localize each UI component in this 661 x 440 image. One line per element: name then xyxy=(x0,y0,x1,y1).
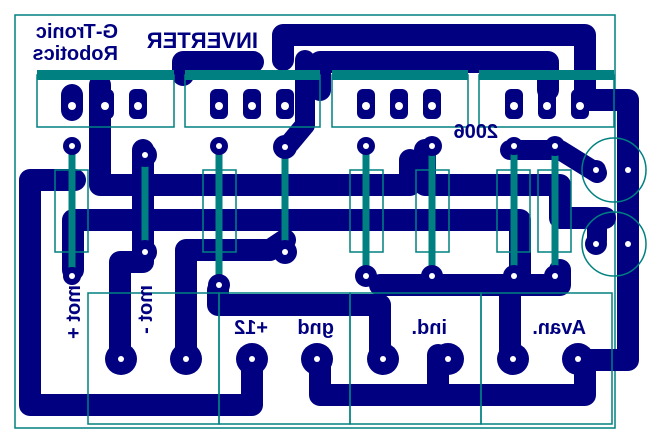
label-gnd: gnd xyxy=(297,317,334,339)
resistor-r7 xyxy=(496,137,531,287)
trace-inverter xyxy=(172,51,264,86)
resistor-r8 xyxy=(537,136,572,287)
trace-ind xyxy=(207,279,391,366)
pad-group-q4 xyxy=(505,89,589,119)
resistor-r1 xyxy=(54,137,89,285)
resistor-r2 xyxy=(133,143,157,264)
transistor-q2-tab xyxy=(185,70,320,80)
label-plus12: +12 xyxy=(234,317,268,339)
title-label: INVERTER xyxy=(147,28,258,53)
pad-group-q2 xyxy=(210,89,294,119)
resistors xyxy=(54,135,572,296)
transistor-pads xyxy=(63,89,589,119)
trace-bus1b xyxy=(414,139,616,229)
label-avan: Avan. xyxy=(532,317,586,339)
transistors xyxy=(36,70,615,128)
terminal-pads xyxy=(105,343,594,375)
year-label: 2006 xyxy=(454,121,499,143)
transistor-q3-tab xyxy=(332,70,468,80)
resistor-r6 xyxy=(415,136,450,287)
resistor-r3 xyxy=(202,137,237,296)
resistor-r5 xyxy=(349,137,384,287)
brand-line2: Robotics xyxy=(32,43,118,65)
label-mot-minus: mot - xyxy=(135,285,157,334)
capacitor-c2 xyxy=(581,211,647,277)
trace-gnd xyxy=(309,344,596,406)
label-mot-plus: mot + xyxy=(63,285,85,339)
pad-group-q3 xyxy=(357,89,441,119)
trace-bus1 xyxy=(89,74,421,196)
labels: INVERTER G-Tronic Robotics 2006 mot + mo… xyxy=(32,21,586,339)
transistor-q1-tab xyxy=(37,70,174,80)
transistor-q4-tab xyxy=(479,70,614,80)
label-ind: ind. xyxy=(411,317,447,339)
terminal-blocks xyxy=(87,292,613,425)
brand-line1: G-Tronic xyxy=(36,21,118,43)
trace-top-loop xyxy=(272,24,596,111)
capacitor-c1 xyxy=(581,137,647,203)
trace-q2 xyxy=(280,50,315,153)
trace-mid xyxy=(369,259,571,296)
pad-group-q1 xyxy=(63,89,147,119)
resistor-r4 xyxy=(273,135,297,264)
capacitors xyxy=(581,137,647,277)
